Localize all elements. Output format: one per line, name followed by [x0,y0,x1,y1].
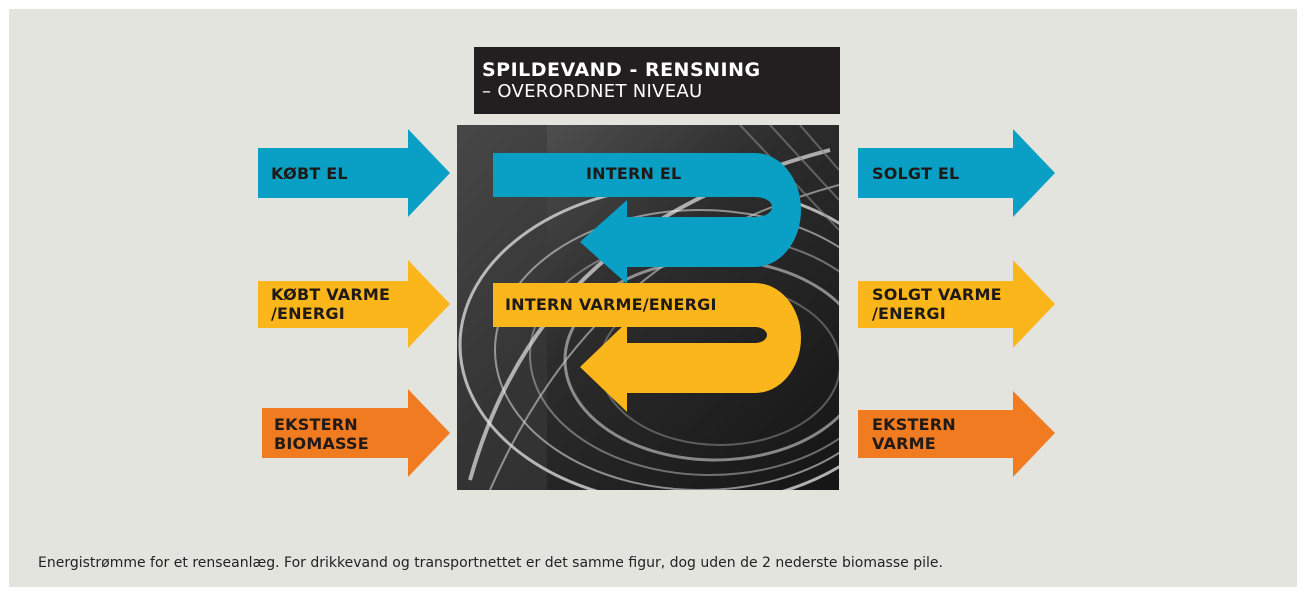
label-internal-varme: INTERN VARME/ENERGI [505,295,717,314]
label-output-ekstern-varme-line2: VARME [872,434,936,453]
label-input-varme-line2: /ENERGI [271,304,345,323]
label-output-el: SOLGT EL [872,164,960,183]
label-input-biomasse-line2: BIOMASSE [274,434,369,453]
input-arrow-varme [258,260,450,348]
label-input-el: KØBT EL [271,164,348,183]
output-arrow-ekstern-varme [858,391,1055,477]
internal-arrow-varme [493,283,801,412]
output-arrow-varme [858,260,1055,348]
label-output-varme-line2: /ENERGI [872,304,946,323]
label-output-ekstern-varme-line1: EKSTERN [872,415,956,434]
label-input-varme-line1: KØBT VARME [271,285,391,304]
figure-caption: Energistrømme for et renseanlæg. For dri… [38,555,943,571]
title-subtitle: – OVERORDNET NIVEAU [482,81,703,102]
label-input-biomasse-line1: EKSTERN [274,415,358,434]
label-internal-el: INTERN EL [586,164,682,183]
output-arrow-el [858,129,1055,217]
title-box: SPILDEVAND - RENSNING – OVERORDNET NIVEA… [474,47,840,114]
input-arrow-biomasse [262,389,450,477]
title-main: SPILDEVAND - RENSNING [482,59,761,81]
label-output-varme-line1: SOLGT VARME [872,285,1002,304]
internal-arrow-el [493,153,801,284]
input-arrow-el [258,129,450,217]
